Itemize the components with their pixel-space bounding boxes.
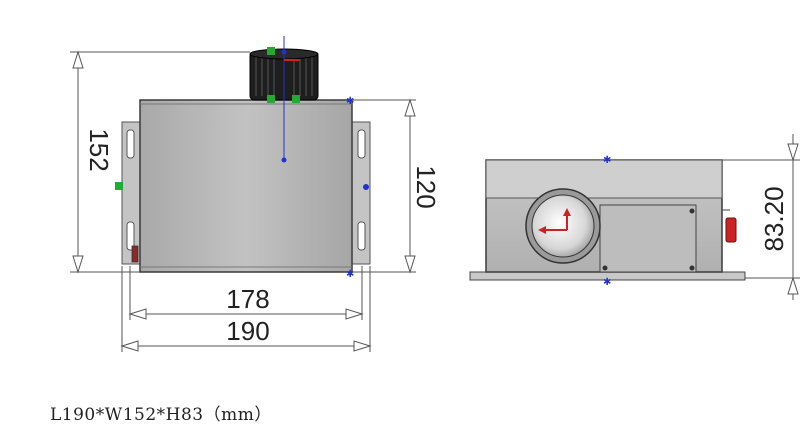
blue-star-side-top: ✱ bbox=[603, 155, 611, 166]
dim-83-20-label: 83.20 bbox=[759, 186, 789, 251]
dim-178 bbox=[128, 266, 364, 320]
axis-arrow-horizontal-head bbox=[538, 226, 546, 234]
panel-screw-1 bbox=[689, 208, 695, 214]
axis-point-top bbox=[281, 49, 287, 55]
dim-83-20 bbox=[722, 134, 800, 300]
front-view: ✱ ✱ 152 120 178 bbox=[70, 36, 441, 352]
dim-120 bbox=[352, 98, 416, 274]
side-connector bbox=[725, 217, 737, 243]
axis-point bbox=[281, 157, 287, 163]
side-housing-top-bevel bbox=[485, 159, 723, 199]
green-marker-mid bbox=[267, 95, 275, 103]
dim-152 bbox=[70, 50, 250, 274]
green-marker-left bbox=[115, 182, 123, 190]
left-bracket-slot-bottom bbox=[126, 221, 135, 251]
dim-190 bbox=[120, 266, 372, 352]
blue-star-side-bottom: ✱ bbox=[603, 277, 611, 288]
panel-screw-2 bbox=[689, 265, 695, 271]
panel-screw-3 bbox=[602, 265, 608, 271]
dim-190-label: 190 bbox=[226, 316, 269, 346]
duct-opening bbox=[531, 194, 595, 258]
side-view: ✱ ✱ 83.20 bbox=[469, 134, 800, 300]
right-bracket-slot-bottom bbox=[357, 221, 366, 251]
left-bracket-slot-top bbox=[126, 129, 135, 159]
dim-178-label: 178 bbox=[226, 284, 269, 314]
fan-housing-body bbox=[139, 99, 353, 273]
side-inner-panel bbox=[599, 204, 697, 273]
dim-120-label: 120 bbox=[411, 165, 441, 208]
dim-152-label: 152 bbox=[84, 128, 114, 171]
dimensions-caption: L190*W152*H83（mm） bbox=[50, 405, 272, 425]
cable-stub bbox=[131, 245, 139, 263]
blue-star-bottom-right: ✱ bbox=[346, 269, 354, 280]
axis-arrow-vertical-head bbox=[563, 208, 571, 216]
green-marker-top bbox=[267, 47, 275, 55]
green-marker-mid-2 bbox=[292, 95, 300, 103]
blue-marker-right bbox=[363, 184, 369, 190]
blue-star-top-right: ✱ bbox=[346, 96, 354, 107]
motor-fins bbox=[255, 56, 313, 96]
right-bracket-slot-top bbox=[357, 129, 366, 159]
